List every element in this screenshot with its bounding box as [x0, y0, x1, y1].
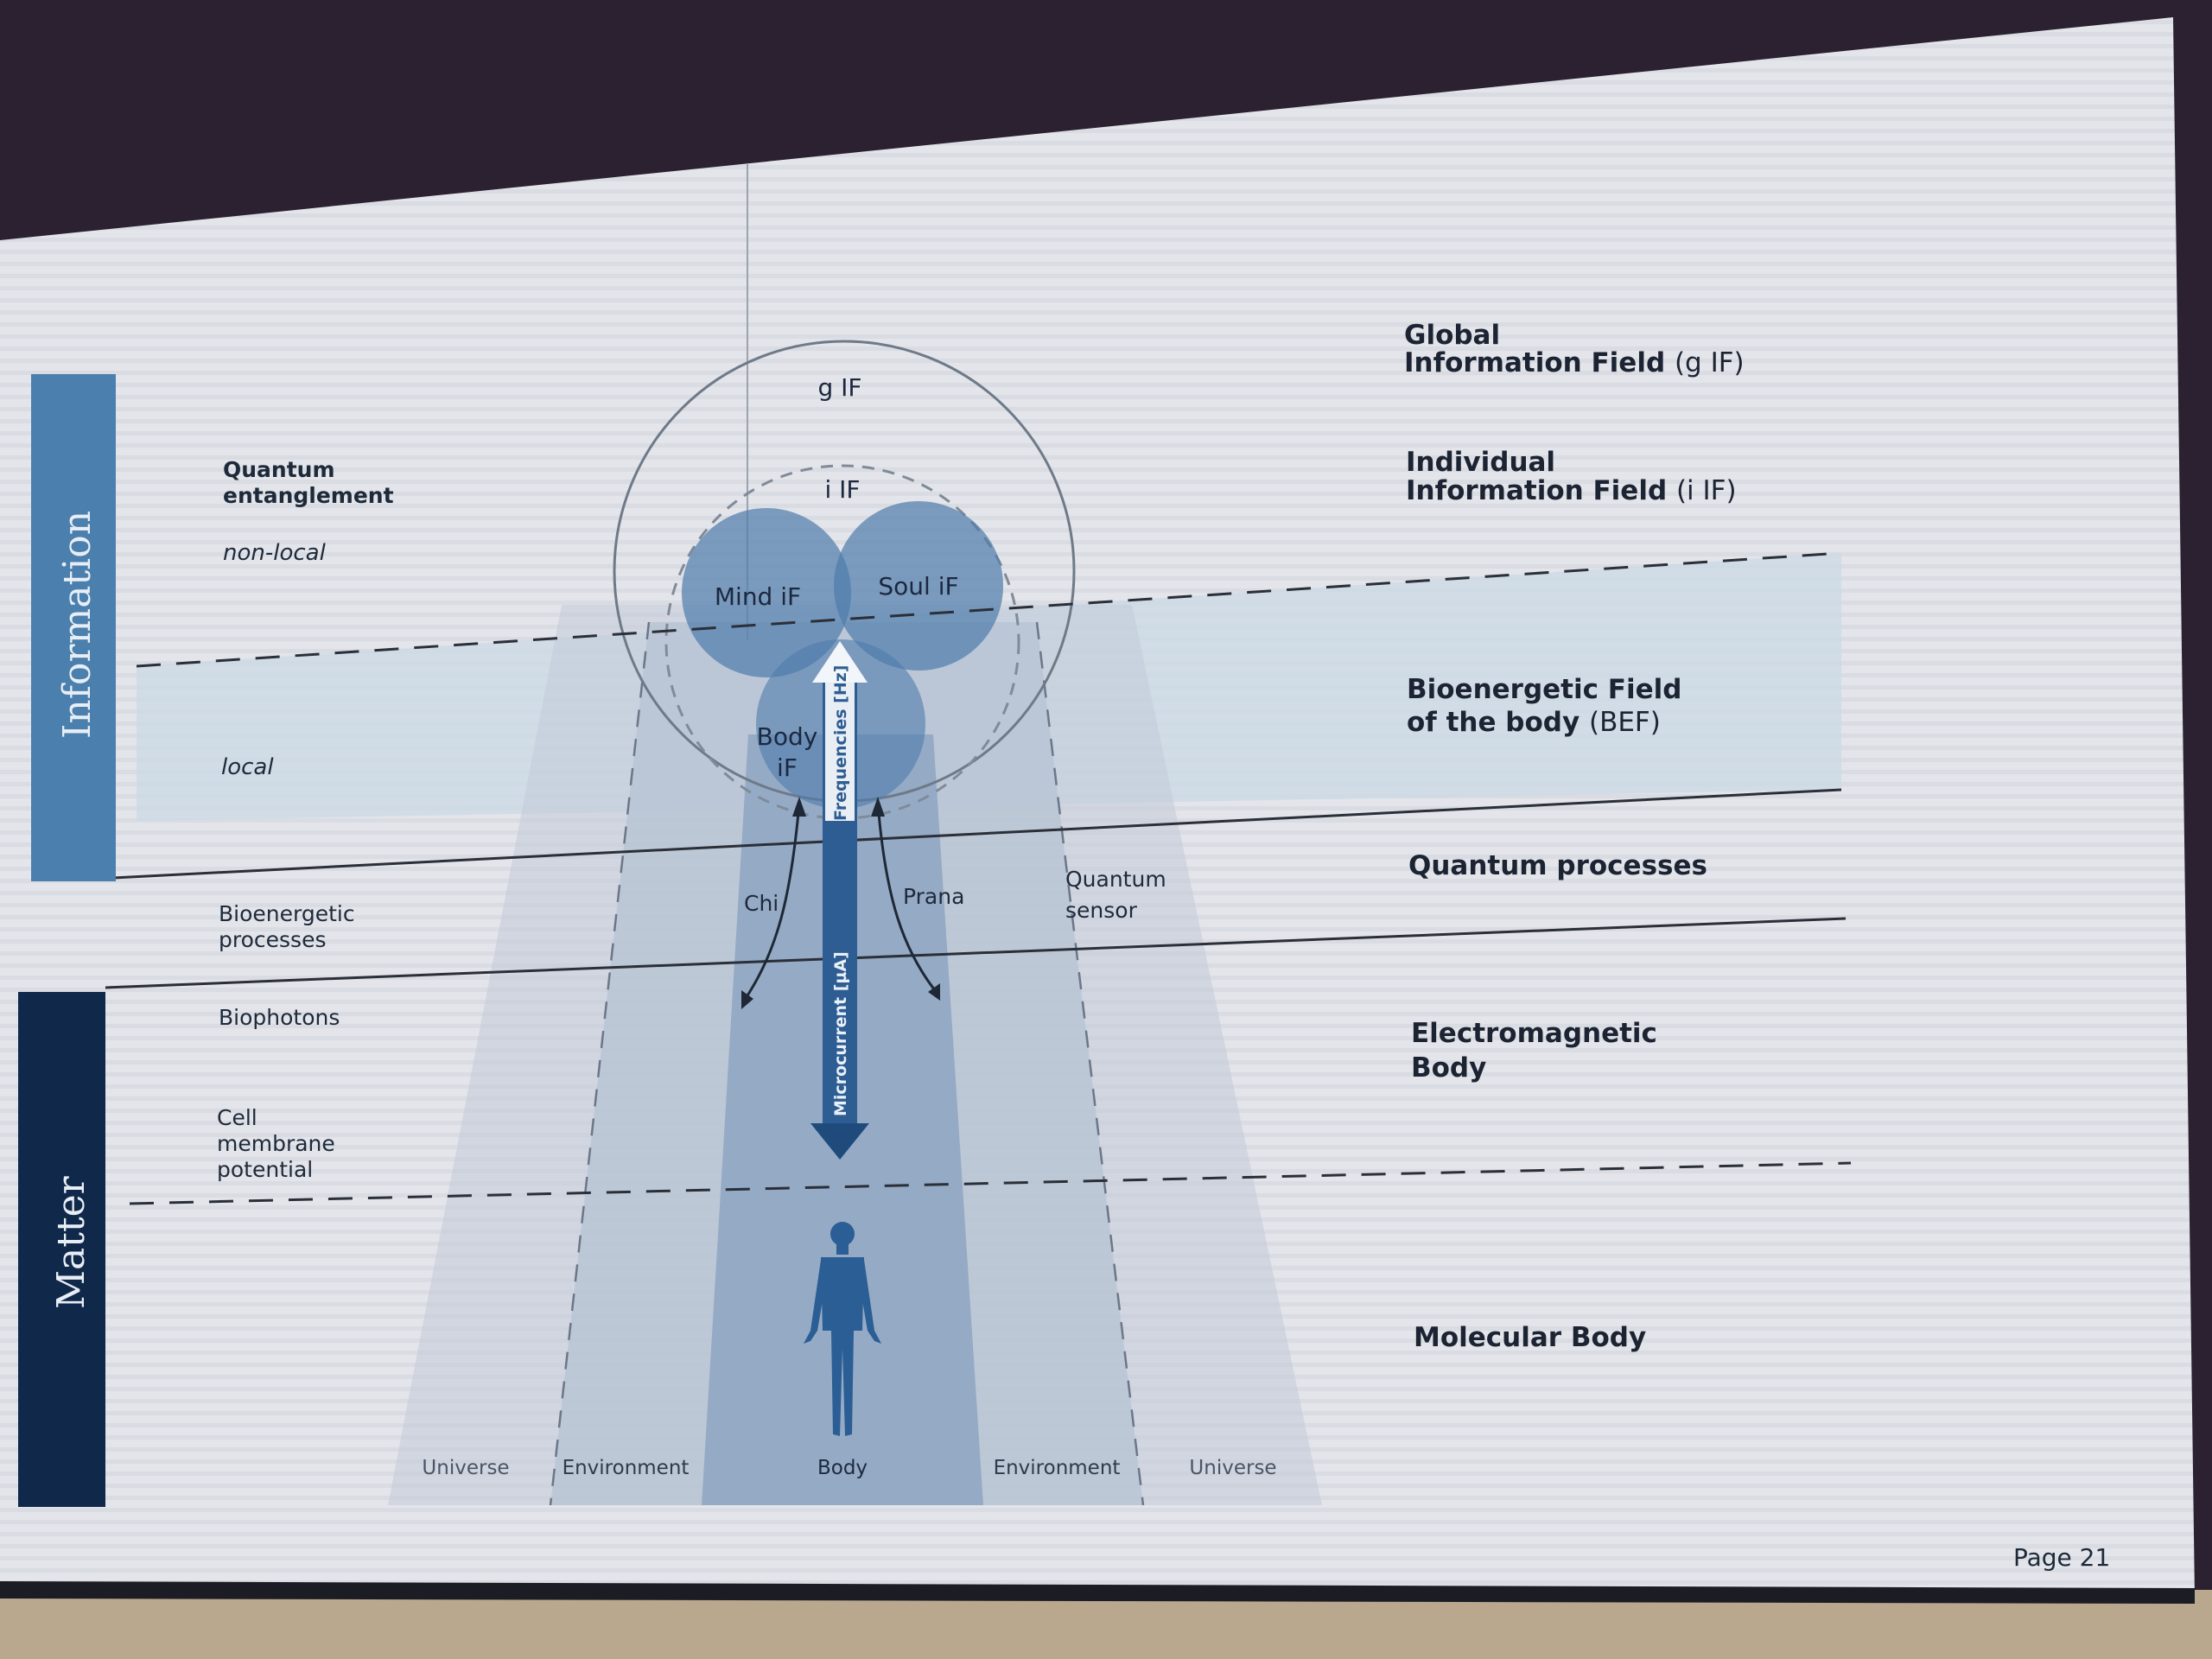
individual-information-field-label: Individual Information Field (i IF) — [1406, 447, 1737, 506]
environment-left-dash — [549, 621, 651, 1506]
svg-text:sensor: sensor — [1065, 898, 1138, 923]
molecular-body-label: Molecular Body — [1414, 1322, 1646, 1353]
prana-arrowhead-icon — [871, 797, 885, 817]
soul-if-label: Soul iF — [878, 572, 958, 601]
svg-text:potential: potential — [217, 1157, 313, 1182]
soul-if-circle — [834, 501, 1003, 671]
bioenergetic-field-label: Bioenergetic Field of the body (BEF) — [1407, 674, 1681, 738]
information-bar — [31, 374, 116, 881]
frequencies-arrow-body — [825, 683, 855, 821]
global-information-field-label: Global Information Field (g IF) — [1404, 320, 1745, 378]
page-number: Page 21 — [2013, 1543, 2110, 1572]
biophotons-label: Biophotons — [219, 1005, 340, 1030]
microcurrent-label: Microcurrent [µA] — [831, 951, 850, 1116]
svg-text:iF: iF — [777, 753, 798, 782]
arrow-down-head-icon — [810, 1123, 869, 1160]
body-label: Body — [817, 1457, 868, 1479]
prana-arrow — [876, 803, 939, 995]
chi-arrowhead-icon — [792, 797, 806, 817]
prana-tail-arrowhead-icon — [928, 983, 940, 1001]
environment-left-label: Environment — [563, 1457, 690, 1479]
matter-bar-label: Matter — [49, 1175, 93, 1309]
svg-text:Quantum: Quantum — [223, 457, 335, 482]
bioenergetic-processes-label: Bioenergetic processes — [219, 901, 355, 952]
prana-label: Prana — [903, 884, 964, 909]
non-local-label: non-local — [223, 540, 327, 566]
divider-information-quantum — [112, 788, 1842, 880]
svg-text:Electromagnetic: Electromagnetic — [1411, 1018, 1657, 1049]
chi-tail-arrowhead-icon — [741, 990, 753, 1009]
svg-text:Bioenergetic Field: Bioenergetic Field — [1407, 674, 1681, 705]
svg-text:entanglement: entanglement — [223, 483, 394, 508]
divider-dashed-em-molecular — [129, 1161, 1852, 1205]
divider-quantum-matter — [105, 917, 1847, 989]
cell-membrane-potential-label: Cell membrane potential — [217, 1105, 335, 1182]
electromagnetic-body-label: Electromagnetic Body — [1411, 1018, 1657, 1084]
matter-bar — [18, 992, 105, 1507]
svg-text:membrane: membrane — [217, 1131, 335, 1156]
body-if-label: Body iF — [757, 722, 818, 782]
arrow-up-head-icon — [812, 641, 868, 683]
quantum-sensor-label: Quantum sensor — [1065, 867, 1166, 923]
svg-text:processes: processes — [219, 927, 326, 952]
mind-if-circle — [682, 508, 851, 677]
chi-label: Chi — [744, 891, 779, 916]
screen-bottom-edge — [0, 1581, 2195, 1604]
environment-right-dash — [1035, 621, 1145, 1506]
human-figure-icon — [804, 1222, 881, 1436]
svg-text:Cell: Cell — [217, 1105, 257, 1130]
frequencies-label: Frequencies [Hz] — [831, 665, 850, 821]
information-bar-label: Information — [55, 511, 99, 739]
i-if-label: i IF — [824, 475, 860, 504]
mind-if-label: Mind iF — [715, 582, 801, 611]
svg-text:Body: Body — [1411, 1052, 1486, 1084]
svg-text:Information Field (i IF): Information Field (i IF) — [1406, 475, 1737, 506]
quantum-entanglement-label: Quantum entanglement — [223, 457, 394, 508]
bottom-column-labels: Universe Environment Body Environment Un… — [422, 1457, 1276, 1479]
universe-left-label: Universe — [422, 1457, 509, 1479]
divider-dashed-nonlocal-local — [136, 551, 1842, 668]
svg-text:of the body (BEF): of the body (BEF) — [1407, 707, 1661, 738]
environment-right-label: Environment — [994, 1457, 1121, 1479]
svg-text:Global: Global — [1404, 320, 1500, 351]
svg-text:Quantum: Quantum — [1065, 867, 1166, 892]
g-if-label: g IF — [817, 373, 861, 402]
svg-text:Body: Body — [757, 722, 818, 751]
svg-text:Information Field (g IF): Information Field (g IF) — [1404, 347, 1745, 378]
local-label: local — [221, 754, 274, 780]
svg-text:Individual: Individual — [1406, 447, 1555, 478]
quantum-processes-label: Quantum processes — [1408, 850, 1707, 881]
svg-text:Bioenergetic: Bioenergetic — [219, 901, 355, 926]
universe-right-label: Universe — [1189, 1457, 1276, 1479]
chi-arrow — [741, 803, 801, 1003]
